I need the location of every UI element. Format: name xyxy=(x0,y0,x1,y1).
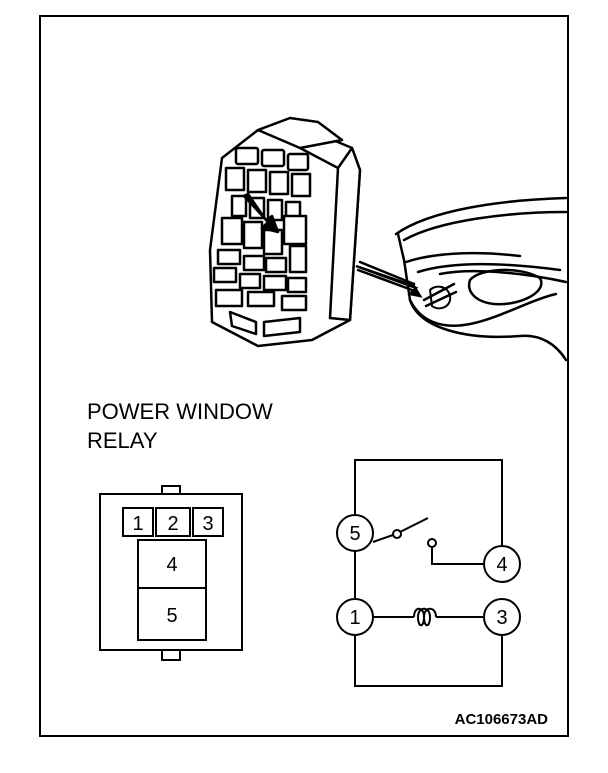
dashboard-illustration xyxy=(355,196,568,362)
figure-frame xyxy=(39,15,569,737)
schematic-terminal-4: 4 xyxy=(496,554,507,576)
connector-face xyxy=(99,485,243,661)
schematic-terminal-5: 5 xyxy=(349,523,360,545)
connector-pin-3: 3 xyxy=(202,513,213,535)
connector-pin-5: 5 xyxy=(166,605,177,627)
schematic-terminal-1: 1 xyxy=(349,607,360,629)
figure-code: AC106673AD xyxy=(455,711,549,728)
relay-schematic xyxy=(336,459,521,687)
schematic-terminal-3: 3 xyxy=(496,607,507,629)
connector-pin-1: 1 xyxy=(132,513,143,535)
relay-title-line1: POWER WINDOW xyxy=(87,399,273,424)
connector-pin-4: 4 xyxy=(166,554,177,576)
relay-title-line2: RELAY xyxy=(87,428,158,453)
connector-pin-2: 2 xyxy=(167,513,178,535)
relay-box-illustration xyxy=(208,116,362,348)
